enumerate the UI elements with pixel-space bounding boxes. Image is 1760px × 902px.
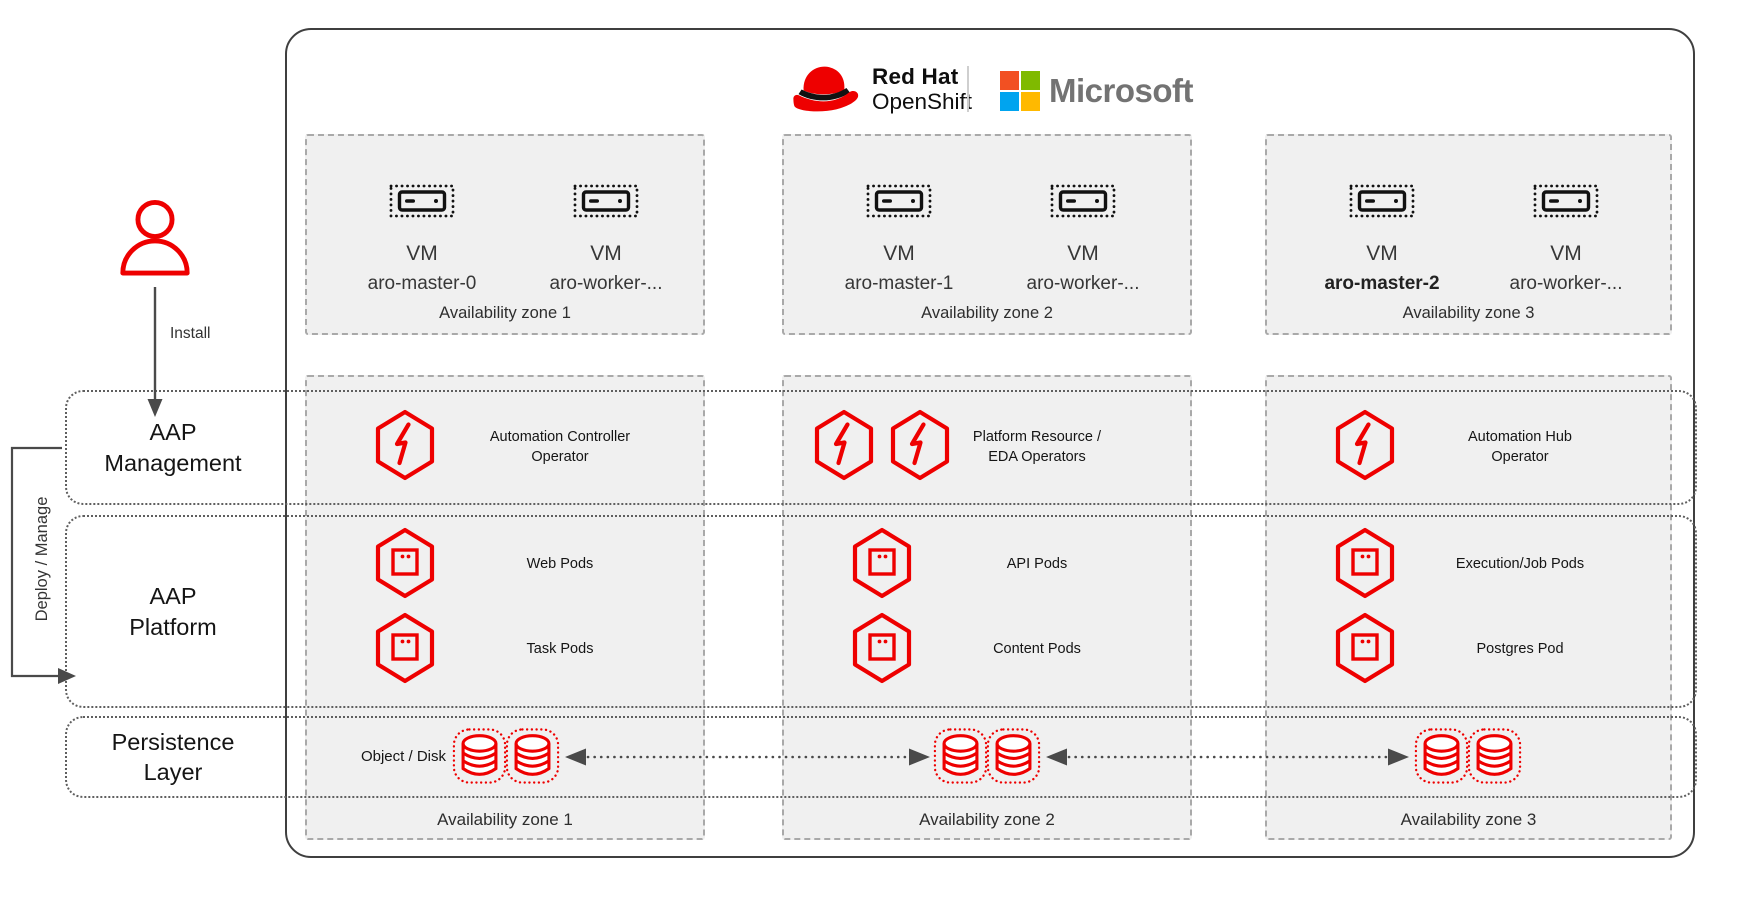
redhat-wordmark: Red Hat OpenShift [872, 64, 972, 114]
vm-group: VM aro-master-2 [1324, 184, 1440, 295]
deploy-manage-label: Deploy / Manage [33, 496, 51, 622]
pod-label: Web Pods [526, 556, 594, 572]
az1-top-label: Availability zone 1 [439, 304, 571, 322]
vm-name-label: aro-worker-... [549, 273, 663, 294]
database-icon [452, 728, 507, 784]
microsoft-squares-icon [1000, 71, 1040, 111]
vm-type-label: VM [1550, 242, 1582, 265]
az2-bottom-label: Availability zone 2 [919, 810, 1055, 829]
operator-label: Platform Resource / EDA Operators [972, 429, 1102, 466]
pod-icon [373, 527, 437, 599]
vm-group: VM aro-worker-... [1510, 184, 1622, 295]
pod-icon [1333, 612, 1397, 684]
logo-divider [967, 66, 969, 112]
pod-icon [1333, 527, 1397, 599]
storage-label: Object / Disk [360, 748, 446, 765]
operator-icon [1333, 409, 1397, 481]
microsoft-square-orange [1000, 71, 1019, 90]
pod-icon [850, 527, 914, 599]
az3-top-label: Availability zone 3 [1402, 304, 1535, 322]
microsoft-wordmark: Microsoft [1049, 72, 1194, 109]
pod-label: Content Pods [993, 641, 1081, 657]
redhat-wordmark-primary: Red Hat [872, 64, 959, 89]
vm-group: VM aro-master-1 [845, 184, 953, 295]
vm-type-label: VM [883, 242, 915, 265]
microsoft-square-blue [1000, 92, 1019, 111]
pod-label: API Pods [1006, 556, 1068, 572]
microsoft-square-green [1021, 71, 1040, 90]
vm-icon [389, 184, 455, 218]
redhat-hat-icon [786, 62, 862, 115]
pod-icon [850, 612, 914, 684]
vm-icon [866, 184, 932, 218]
az3-vm-box: VM aro-master-2 VM aro-worker-... Availa… [1265, 134, 1672, 335]
redhat-wordmark-product: OpenShift [872, 89, 973, 115]
aap-platform-band: AAP Platform [65, 515, 1697, 708]
operator-label: Automation Hub Operator [1468, 429, 1572, 466]
az2-top-label: Availability zone 2 [921, 304, 1053, 322]
vm-name-label: aro-master-2 [1324, 273, 1440, 294]
az1-vm-box: VM aro-master-0 VM aro-worker-... Availa… [305, 134, 705, 335]
az3-bottom-label: Availability zone 3 [1400, 810, 1537, 829]
vm-icon [573, 184, 639, 218]
pod-label: Execution/Job Pods [1455, 556, 1585, 572]
vm-icon [1533, 184, 1599, 218]
vm-name-label: aro-worker-... [1026, 273, 1140, 294]
vm-name-label: aro-worker-... [1509, 273, 1623, 294]
aap-platform-row-label: AAP Platform [129, 583, 217, 640]
az1-bottom-label: Availability zone 1 [437, 810, 573, 829]
operator-icon [373, 409, 437, 481]
vm-name-label: aro-master-0 [367, 273, 477, 294]
vm-icon [1349, 184, 1415, 218]
database-icon [933, 728, 988, 784]
persistence-layer-row-label: Persistence Layer [111, 728, 235, 785]
microsoft-square-yellow [1021, 92, 1040, 111]
database-icon [1467, 728, 1522, 784]
pod-icon [373, 612, 437, 684]
operator-label: Automation Controller Operator [489, 429, 631, 466]
install-label: Install [170, 325, 211, 342]
database-icon [986, 728, 1041, 784]
aap-management-row-label: AAP Management [104, 419, 242, 476]
vm-group: VM aro-worker-... [1027, 184, 1139, 295]
persistence-layer-band: Persistence Layer [65, 716, 1697, 798]
vm-type-label: VM [406, 242, 438, 265]
vm-type-label: VM [1067, 242, 1099, 265]
pod-label: Postgres Pod [1476, 641, 1564, 657]
operator-icon [812, 409, 876, 481]
vm-group: VM aro-master-0 [368, 184, 476, 295]
vm-group: VM aro-worker-... [550, 184, 662, 295]
database-icon [505, 728, 560, 784]
vm-icon [1050, 184, 1116, 218]
vm-type-label: VM [590, 242, 622, 265]
vm-name-label: aro-master-1 [844, 273, 954, 294]
az2-vm-box: VM aro-master-1 VM aro-worker-... Availa… [782, 134, 1192, 335]
az3-workload-box: Availability zone 3 [1265, 375, 1672, 840]
database-icon [1414, 728, 1469, 784]
pod-label: Task Pods [526, 641, 594, 657]
user-icon [116, 197, 194, 277]
vm-type-label: VM [1366, 242, 1398, 265]
aap-management-band: AAP Management [65, 390, 1697, 505]
